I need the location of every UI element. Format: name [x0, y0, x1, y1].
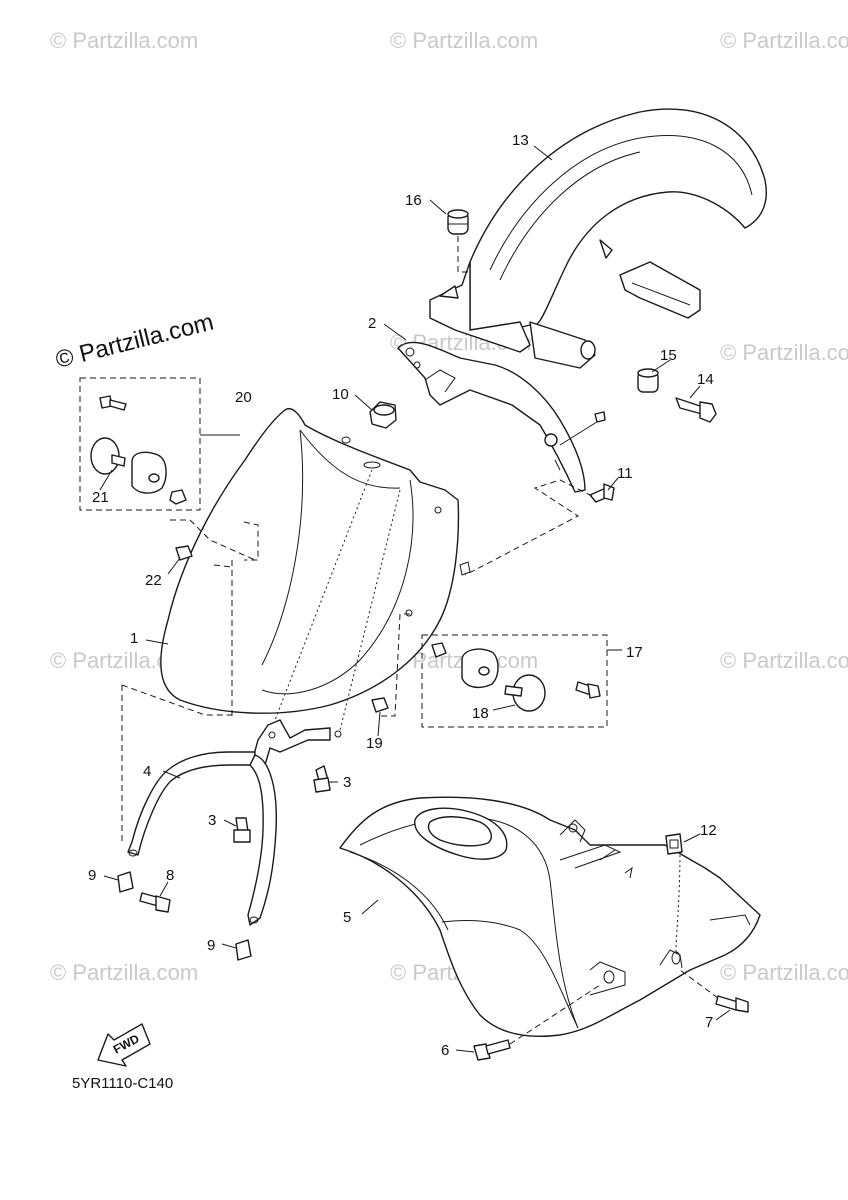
- group-20: [79, 377, 240, 511]
- callout-3-lower: 3: [208, 812, 216, 829]
- bolt-8: [139, 892, 171, 913]
- main-watermark: © Partzilla.com: [53, 309, 216, 374]
- leader-lines: [99, 145, 731, 1053]
- group-17: [380, 613, 622, 728]
- watermark: © Partzilla.com: [390, 28, 538, 53]
- callout-18: 18: [472, 705, 489, 722]
- watermark: © Partzilla.com: [50, 960, 198, 985]
- callout-2: 2: [368, 315, 376, 332]
- callout-22: 22: [145, 572, 162, 589]
- callout-11: 11: [617, 465, 633, 482]
- callout-10: 10: [332, 386, 349, 403]
- watermark: © Partzilla.com: [720, 648, 848, 673]
- bolt-14: [675, 397, 717, 423]
- callout-16: 16: [405, 192, 422, 209]
- callout-9-right: 9: [207, 937, 215, 954]
- front-fender: [160, 408, 471, 731]
- callout-7: 7: [705, 1014, 713, 1031]
- callout-12: 12: [700, 822, 717, 839]
- callout-17: 17: [626, 644, 643, 661]
- bracket-2: [397, 341, 606, 493]
- callout-4: 4: [143, 763, 151, 780]
- nut-9-left: [117, 871, 134, 893]
- watermark: © Partzilla.com: [50, 28, 198, 53]
- cover-5: [339, 796, 761, 1037]
- collar-15: [637, 368, 659, 393]
- clip-12: [665, 833, 683, 855]
- callout-5: 5: [343, 909, 351, 926]
- watermark: © Partzilla.com: [720, 340, 848, 365]
- fwd-arrow-icon: FWD: [97, 1023, 151, 1067]
- nut-22: [175, 545, 193, 561]
- callout-9-left: 9: [88, 867, 96, 884]
- callout-19: 19: [366, 735, 383, 752]
- grommet-16: [447, 209, 470, 273]
- grommet-10: [369, 401, 397, 429]
- callout-13: 13: [512, 132, 529, 149]
- nut-9-right: [235, 939, 252, 961]
- callout-1: 1: [130, 630, 138, 647]
- callout-numbers: 13 16 2 15 14 10 20 11 21 22 1 17 18 19 …: [88, 132, 717, 1059]
- bolt-3-lower: [233, 817, 251, 843]
- callout-14: 14: [697, 371, 714, 388]
- callout-3-upper: 3: [343, 774, 351, 791]
- bolt-3-upper: [313, 765, 331, 793]
- callout-20: 20: [235, 389, 252, 406]
- nut-19: [371, 697, 389, 713]
- rear-fender: [429, 108, 767, 369]
- watermark: © Partzilla.com: [720, 960, 848, 985]
- callout-21: 21: [92, 489, 109, 506]
- diagram-code: 5YR1110-C140: [72, 1075, 173, 1092]
- callout-6: 6: [441, 1042, 449, 1059]
- bolt-6: [473, 984, 601, 1061]
- callout-8: 8: [166, 867, 174, 884]
- screw-7: [679, 969, 749, 1013]
- stay-4: [127, 719, 342, 926]
- watermark: © Partzilla.com: [720, 28, 848, 53]
- callout-15: 15: [660, 347, 677, 364]
- screw-11: [464, 479, 615, 576]
